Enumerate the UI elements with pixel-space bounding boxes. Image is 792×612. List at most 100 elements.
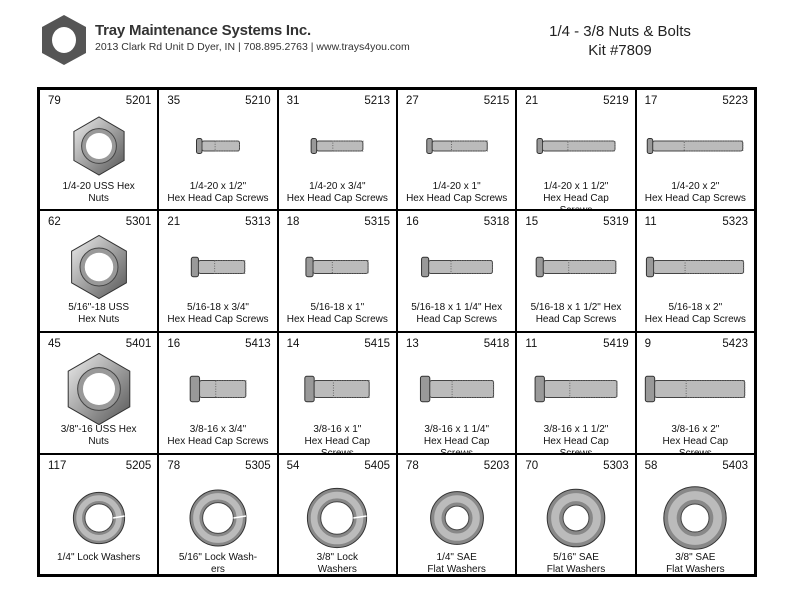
hex-nut-icon xyxy=(40,353,157,425)
part-cell-5223: 17 5223 1/4-20 x 2"Hex Head Cap Screws xyxy=(636,90,754,209)
flat-washer-icon xyxy=(517,480,634,555)
part-number: 5405 xyxy=(364,460,390,472)
part-description: 5/16-18 x 3/4"Hex Head Cap Screws xyxy=(161,302,274,326)
description-line: 1/4-20 x 1 1/2" xyxy=(543,181,609,192)
hex-nut-icon xyxy=(40,112,157,180)
part-number: 5219 xyxy=(603,95,629,107)
part-number: 5318 xyxy=(483,216,510,228)
part-description: 5/16-18 x 1"Hex Head Cap Screws xyxy=(281,302,394,326)
quantity: 16 xyxy=(167,338,181,350)
part-cell-5413: 16 5413 3/8-16 x 3/4"Hex Head Cap Screws xyxy=(159,333,277,453)
description-line: Head Cap Screws xyxy=(535,314,617,325)
part-cell-5219: 21 5219 1/4-20 x 1 1/2"Hex Head CapScrew… xyxy=(517,90,635,209)
quantity: 11 xyxy=(525,338,538,350)
part-cell-5305: 78 5305 5/16" Lock Wash-ers xyxy=(159,455,277,574)
description-line: 5/16-18 x 2" xyxy=(668,302,723,313)
description-line: 5/16-18 x 3/4" xyxy=(187,302,249,313)
part-cell-5419: 11 5419 3/8-16 x 1 1/2"Hex Head CapScrew… xyxy=(517,333,635,453)
bolt-icon xyxy=(398,355,515,423)
quantity: 117 xyxy=(48,460,67,472)
description-line: Hex Head Cap xyxy=(423,436,490,447)
description-line: Screws xyxy=(400,448,513,453)
part-number: 5413 xyxy=(245,338,271,350)
bolt-icon xyxy=(279,233,396,301)
part-number: 5213 xyxy=(364,95,390,107)
description-line: 1/4-20 USS Hex xyxy=(62,181,135,192)
part-cell-5418: 13 5418 3/8-16 x 1 1/4"Hex Head CapScrew… xyxy=(398,333,516,453)
part-number: 5419 xyxy=(603,338,629,350)
part-description: 3/8-16 x 3/4"Hex Head Cap Screws xyxy=(161,424,274,448)
part-description: 1/4-20 x 2"Hex Head Cap Screws xyxy=(639,181,752,205)
part-cell-5213: 31 5213 1/4-20 x 3/4"Hex Head Cap Screws xyxy=(278,90,396,209)
description-line: Hex Head Cap xyxy=(662,436,729,447)
description-line: Screws xyxy=(639,448,752,453)
description-line: Nuts xyxy=(88,436,109,447)
bolt-icon xyxy=(159,233,276,301)
part-number: 5210 xyxy=(245,95,271,107)
part-number: 5205 xyxy=(125,460,152,472)
description-line: 5/16"-18 USS xyxy=(68,302,130,313)
quantity: 21 xyxy=(525,95,539,107)
description-line: 1/4" SAE xyxy=(436,552,477,563)
part-description: 5/16" Lock Wash-ers xyxy=(161,552,274,574)
quantity: 15 xyxy=(525,216,539,228)
quantity: 11 xyxy=(644,216,657,228)
description-line: Hex Head Cap xyxy=(543,436,609,447)
description-line: Hex Head Cap Screws xyxy=(286,193,388,204)
description-line: 5/16-18 x 1 1/4" Hex xyxy=(411,302,503,313)
quantity: 62 xyxy=(48,216,61,228)
kit-number: Kit #7809 xyxy=(588,42,652,59)
description-line: Screws xyxy=(519,448,632,453)
part-number: 5319 xyxy=(603,216,629,228)
description-line: 1/4-20 x 1/2" xyxy=(189,181,247,192)
description-line: 3/8" SAE xyxy=(675,552,716,563)
quantity: 9 xyxy=(644,338,652,350)
bolt-icon xyxy=(517,355,634,423)
description-line: Flat Washers xyxy=(666,564,725,574)
quantity: 78 xyxy=(167,460,181,472)
description-line: 5/16-18 x 1 1/2" Hex xyxy=(530,302,622,313)
description-line: Hex Head Cap xyxy=(304,436,371,447)
description-line: Flat Washers xyxy=(546,564,606,574)
part-description: 1/4-20 x 1/2"Hex Head Cap Screws xyxy=(161,181,274,205)
part-number: 5301 xyxy=(125,216,152,228)
quantity: 35 xyxy=(167,95,181,107)
description-line: 3/8"-16 USS Hex xyxy=(60,424,137,435)
description-line: ers xyxy=(211,564,225,574)
quantity: 21 xyxy=(167,216,181,228)
bolt-icon xyxy=(279,355,396,423)
description-line: Nuts xyxy=(88,193,109,204)
description-line: 1/4-20 x 2" xyxy=(671,181,720,192)
quantity: 31 xyxy=(286,95,300,107)
description-line: Hex Head Cap Screws xyxy=(286,314,388,325)
bolt-icon xyxy=(398,233,515,301)
description-line: Head Cap Screws xyxy=(416,314,497,325)
description-line: 3/8" Lock xyxy=(316,552,358,563)
part-cell-5215: 27 5215 1/4-20 x 1"Hex Head Cap Screws xyxy=(398,90,516,209)
quantity: 27 xyxy=(406,95,419,107)
bolt-icon xyxy=(637,233,754,301)
quantity: 45 xyxy=(48,338,61,350)
part-number: 5203 xyxy=(483,460,510,472)
part-number: 5401 xyxy=(125,338,152,350)
quantity: 58 xyxy=(644,460,658,472)
description-line: 1/4-20 x 3/4" xyxy=(309,181,366,192)
quantity: 70 xyxy=(525,460,539,472)
part-number: 5313 xyxy=(245,216,271,228)
quantity: 14 xyxy=(286,338,300,350)
bolt-icon xyxy=(637,355,754,423)
part-number: 5315 xyxy=(364,216,390,228)
bolt-icon xyxy=(517,112,634,180)
quantity: 17 xyxy=(644,95,658,107)
